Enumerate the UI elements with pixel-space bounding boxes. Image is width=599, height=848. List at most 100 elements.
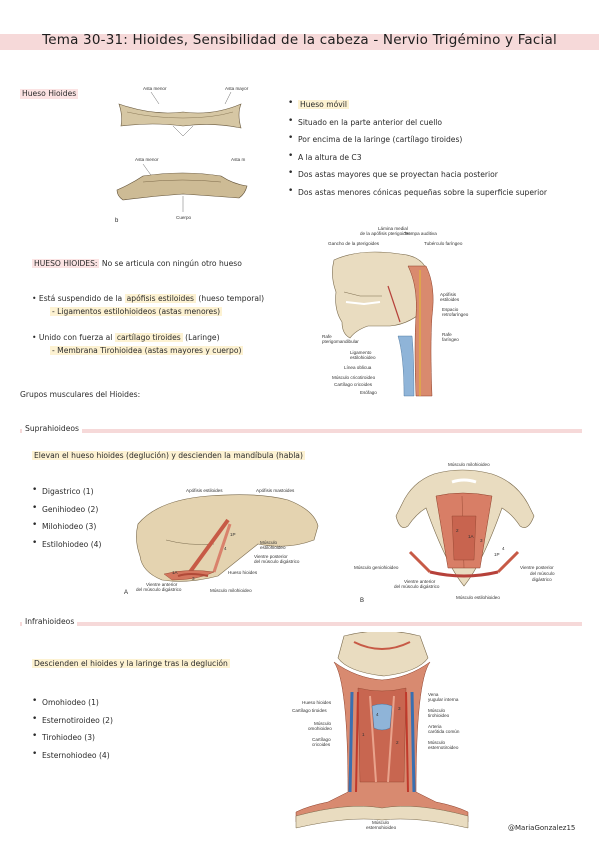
articulation-heading: HUESO HIOIDES: No se articula con ningún… <box>32 259 242 269</box>
fig-label: Asta menor <box>135 157 159 162</box>
fig-label: cricoides <box>312 742 331 747</box>
infrahioideos-description: Descienden el hioides y la laringe tras … <box>32 659 230 669</box>
articulation-item-2: • Unido con fuerza al cartílago tiroides… <box>32 333 220 343</box>
muscle-item: Milohiodeo (3) <box>32 521 152 531</box>
fig-label: esternohioideo <box>366 825 397 830</box>
suprahyoid-inferior-illustration: Músculo milohioideo Músculo geniohioideo… <box>354 462 555 604</box>
fig-letter: B <box>360 598 364 604</box>
fig-label: Gancho de la pterigoides <box>328 241 380 246</box>
fig-label: Vientre posterior <box>254 554 288 559</box>
fig-label: carótida común <box>428 729 460 734</box>
muscle-number: 2 <box>396 740 399 745</box>
fig-label: yugular interna <box>428 697 459 702</box>
muscle-item: Genihiodeo (2) <box>32 504 152 514</box>
fig-label: Cartílago tiroides <box>292 708 327 713</box>
fig-label: Músculo milohioideo <box>210 588 252 593</box>
section-heading-hueso-hioides: Hueso Hioides <box>20 89 79 99</box>
fig-label: Asta m <box>231 157 245 162</box>
bullet-item: Dos astas menores cónicas pequeñas sobre… <box>288 187 588 197</box>
fig-label: digástrico <box>532 577 552 582</box>
suprahioideos-description: Elevan el hueso hioides (deglución) y de… <box>32 451 305 461</box>
fig-label: retrofaríngeo <box>442 312 469 317</box>
fig-label: Vientre anterior <box>146 582 178 587</box>
fig-label: del músculo <box>530 571 555 576</box>
fig-label: tirohioideo <box>428 713 450 718</box>
fig-label: Cartílago cricoides <box>334 382 373 387</box>
fig-label: Ligamento <box>350 350 372 355</box>
bullet-text: Por encima de la laringe (cartílago tiro… <box>298 135 463 144</box>
fig-label: Cartílago <box>312 737 331 742</box>
fig-label: de la apófisis pterigoides <box>360 231 411 236</box>
muscle-item: Omohiodeo (1) <box>32 697 162 707</box>
bullet-item: Por encima de la laringe (cartílago tiro… <box>288 134 588 144</box>
bullet-item: Hueso móvil <box>288 99 588 109</box>
description-text: Elevan el hueso hioides (deglución) y de… <box>32 451 305 460</box>
item-text: Está suspendido de la <box>38 294 125 303</box>
page-title: Tema 30-31: Hioides, Sensibilidad de la … <box>42 32 557 48</box>
item-text: (Laringe) <box>182 333 220 342</box>
item-highlight: cartílago tiroides <box>114 333 183 342</box>
muscle-number: 1A <box>172 570 179 575</box>
skull-pharynx-figure: Lámina medial de la apófisis pterigoides… <box>320 226 480 402</box>
fig-letter: b <box>115 218 119 224</box>
bullet-item: A la altura de C3 <box>288 152 588 162</box>
infrahioideos-divider <box>20 622 582 626</box>
description-text: Descienden el hioides y la laringe tras … <box>32 659 230 668</box>
item-text: (hueso temporal) <box>196 294 265 303</box>
fig-label: Músculo <box>428 740 446 745</box>
infrahioideos-list: Omohiodeo (1) Esternotiroideo (2) Tirohi… <box>32 697 162 768</box>
suprahioideos-list: Digastrico (1) Genihiodeo (2) Milohiodeo… <box>32 486 152 557</box>
fig-label: Asta mayor <box>225 86 249 91</box>
bullet-item: Dos astas mayores que se proyectan hacia… <box>288 169 588 179</box>
fig-label: Apófisis estiloides <box>186 488 223 493</box>
skull-pharynx-illustration: Lámina medial de la apófisis pterigoides… <box>322 226 469 397</box>
fig-label: Vena <box>428 692 439 697</box>
fig-label: Músculo cricotiroideo <box>332 375 376 380</box>
item-text: Unido con fuerza al <box>38 333 115 342</box>
fig-label: Arteria <box>428 724 442 729</box>
fig-label: Asta menor <box>143 86 167 91</box>
fig-label: estiloides <box>440 297 460 302</box>
subitem-text: - Ligamentos estilohioideos (astas menor… <box>50 307 223 316</box>
fig-label: Músculo geniohioideo <box>354 565 399 570</box>
fig-label: pterigomandibular <box>322 339 359 344</box>
fig-label: Músculo <box>314 721 332 726</box>
fig-label: Trompa auditiva <box>404 231 437 236</box>
fig-label: Vientre posterior <box>520 565 554 570</box>
fig-label: omohioideo <box>308 726 332 731</box>
muscle-number: 3 <box>398 706 401 711</box>
bullet-text: Dos astas menores cónicas pequeñas sobre… <box>298 187 548 197</box>
subitem-text: - Membrana Tirohioidea (astas mayores y … <box>50 346 244 355</box>
fig-letter: A <box>124 590 128 596</box>
muscle-number: 4 <box>502 546 505 551</box>
muscle-number: 1A <box>468 534 475 539</box>
muscle-item: Esternohiodeo (4) <box>32 750 162 760</box>
infrahioideos-heading: Infrahioideos <box>22 617 78 627</box>
articulation-item-1: • Está suspendido de la apófisis estiloi… <box>32 294 264 304</box>
fig-label: Línea oblicua <box>344 365 372 370</box>
muscle-number: 4 <box>224 546 227 551</box>
fig-label: del músculo digástrico <box>254 559 300 564</box>
muscle-number: 3 <box>192 576 195 581</box>
fig-label: Músculo milohioideo <box>448 462 490 467</box>
bullet-item: Situado en la parte anterior del cuello <box>288 117 588 127</box>
suprahioideos-divider <box>20 429 582 433</box>
fig-label: Apófisis <box>440 292 457 297</box>
hyoid-bone-figure: Asta menor Asta mayor Asta menor Asta m … <box>113 82 253 227</box>
fig-label: Músculo <box>428 708 446 713</box>
fig-label: Hueso hioides <box>302 700 332 705</box>
muscle-number: 3 <box>480 538 483 543</box>
fig-label: Apófisis mastoides <box>256 488 295 493</box>
bullet-text: Situado en la parte anterior del cuello <box>298 117 443 127</box>
fig-label: estilohioideo <box>260 545 286 550</box>
fig-label: Músculo estilohioideo <box>456 595 500 600</box>
bullet-dot: • <box>32 294 39 303</box>
fig-label: faríngeo <box>442 337 459 342</box>
suprahyoid-lateral-illustration: Apófisis estiloides Apófisis mastoides M… <box>124 488 319 596</box>
suprahyoid-figure-b: Músculo milohioideo Músculo geniohioideo… <box>352 456 582 606</box>
fig-label: esternotiroideo <box>428 745 459 750</box>
fig-label: Cuerpo <box>176 215 192 220</box>
bullet-text: A la altura de C3 <box>298 152 362 162</box>
hioides-bullet-list: Hueso móvil Situado en la parte anterior… <box>288 99 588 205</box>
muscle-number: 1P <box>230 532 236 537</box>
